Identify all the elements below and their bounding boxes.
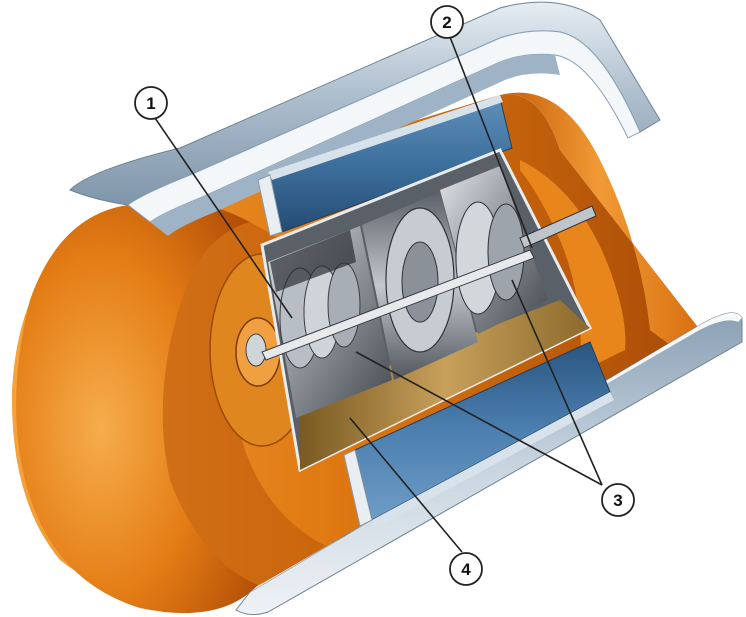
callout-1: 1	[134, 86, 168, 120]
callout-1-circle	[134, 86, 168, 120]
callout-1-label: 1	[146, 94, 155, 113]
turbine-disk-2	[487, 203, 525, 301]
duct-lower-rim	[372, 392, 614, 528]
callout-4: 4	[449, 552, 483, 586]
callout-3-circle	[601, 483, 635, 517]
callout-2-circle	[430, 5, 464, 39]
combustor-liner	[300, 300, 590, 470]
leader-line-3a	[355, 351, 603, 486]
inner-duct-lower	[343, 341, 614, 528]
duct-upper-rim	[268, 95, 503, 180]
casing-rear-inner	[520, 160, 626, 372]
casing-mouth	[16, 200, 258, 614]
duct-lower-face	[343, 449, 373, 527]
casing-throat-shade	[162, 222, 330, 585]
callout-4-circle	[449, 552, 483, 586]
output-shaft	[519, 205, 597, 249]
callout-2: 2	[430, 5, 464, 39]
leader-lines	[154, 36, 603, 553]
callout-3: 3	[601, 483, 635, 517]
combustion-disk-inner	[401, 241, 439, 323]
callout-4-label: 4	[461, 560, 471, 579]
leader-line-3b	[511, 279, 603, 486]
leader-line-1	[154, 117, 293, 319]
callout-3-label: 3	[613, 491, 622, 510]
casing-rear-wall	[500, 92, 700, 360]
core-engine	[260, 148, 597, 473]
inner-duct-upper	[257, 95, 513, 237]
callout-2-label: 2	[442, 13, 451, 32]
compressor-cavity	[270, 230, 356, 292]
hub-center	[245, 333, 267, 367]
leader-line-4	[349, 417, 463, 553]
leader-line-2	[449, 36, 533, 249]
duct-upper-face	[257, 174, 283, 237]
main-shaft	[261, 249, 535, 361]
